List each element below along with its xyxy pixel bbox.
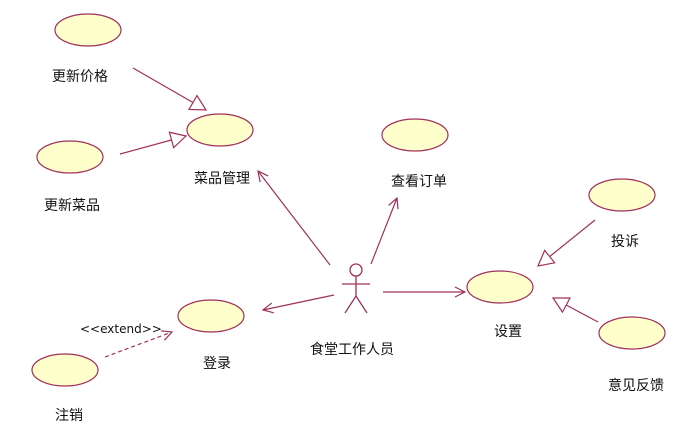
use-case-label-update-dish: 更新菜品 — [44, 198, 100, 214]
use-case-ellipse-view-orders — [381, 118, 449, 152]
use-case-ellipse-feedback — [598, 316, 666, 350]
use-case-label-view-orders: 查看订单 — [391, 174, 447, 190]
use-case-ellipse-settings — [466, 270, 534, 304]
association-dish-management — [258, 171, 331, 266]
extend-arrow — [104, 332, 172, 358]
use-case-ellipse-complaint — [588, 178, 656, 212]
use-case-label-settings: 设置 — [494, 324, 522, 340]
use-case-ellipse-logout — [31, 353, 99, 387]
use-case-label-dish-management: 菜品管理 — [194, 171, 250, 187]
use-case-label-complaint: 投诉 — [611, 234, 639, 250]
actor-label: 食堂工作人员 — [310, 341, 394, 358]
association-login — [263, 294, 335, 310]
use-case-label-update-price: 更新价格 — [52, 69, 108, 85]
use-case-label-logout: 注销 — [55, 408, 83, 424]
association-view-orders — [370, 198, 397, 265]
use-case-ellipse-login — [177, 299, 245, 333]
use-case-label-feedback: 意见反馈 — [608, 377, 664, 394]
actor-figure — [342, 263, 370, 314]
generalization-update-dish — [119, 131, 188, 155]
extend-stereotype-label: <<extend>> — [80, 322, 162, 336]
generalization-feedback — [551, 297, 599, 323]
generalization-complaint — [537, 219, 596, 267]
generalization-update-price — [132, 67, 208, 111]
use-case-ellipse-dish-management — [186, 113, 254, 147]
use-case-label-login: 登录 — [203, 356, 231, 372]
use-case-ellipse-update-dish — [36, 140, 104, 174]
use-case-ellipse-update-price — [54, 13, 122, 47]
